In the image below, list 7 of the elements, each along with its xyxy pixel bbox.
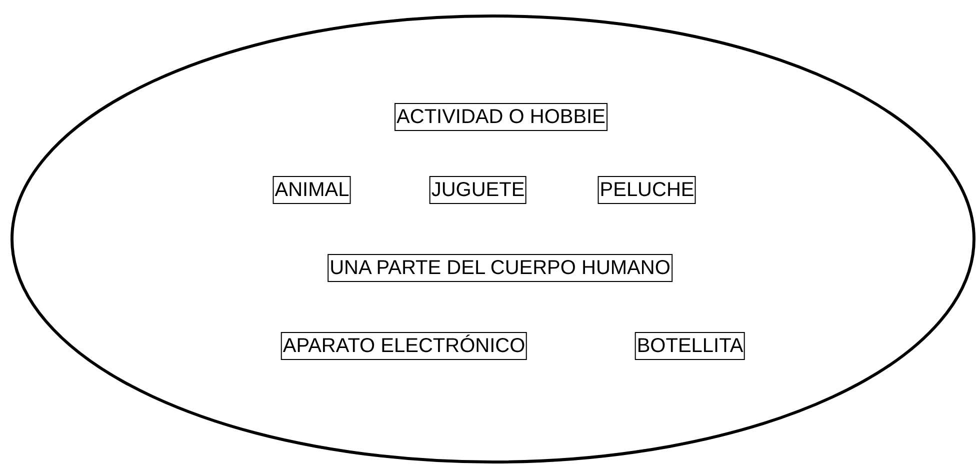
text-box: APARATO ELECTRÓNICO — [280, 332, 528, 360]
text-box: JUGUETE — [429, 176, 527, 204]
text-box: UNA PARTE DEL CUERPO HUMANO — [328, 254, 672, 282]
text-box: BOTELLITA — [634, 332, 746, 360]
text-box: ANIMAL — [272, 176, 352, 204]
text-box: ACTIVIDAD O HOBBIE — [394, 103, 608, 131]
text-box: PELUCHE — [598, 176, 696, 204]
